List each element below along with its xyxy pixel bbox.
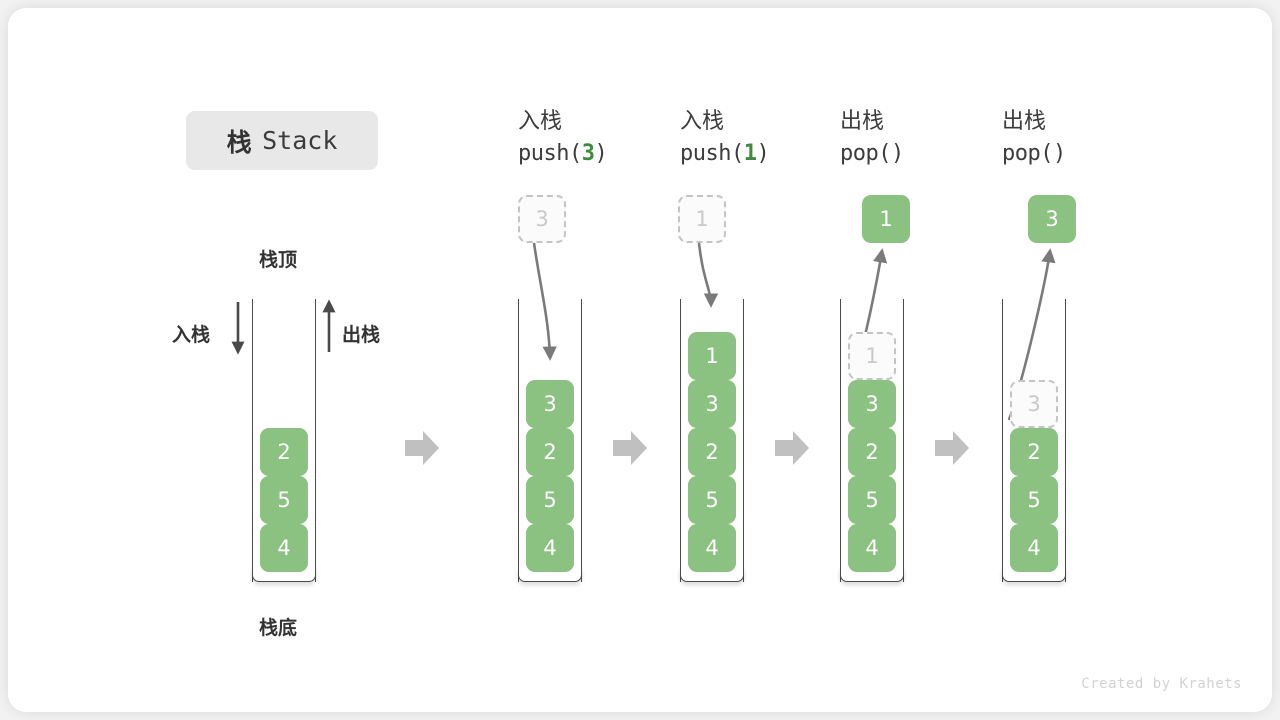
stack-wall-right <box>581 299 582 582</box>
call-suffix: ) <box>756 141 770 166</box>
stack-element: 5 <box>848 476 896 524</box>
stack-element: 5 <box>526 476 574 524</box>
label-stack-bottom: 栈底 <box>259 617 298 639</box>
stack-element: 4 <box>260 524 308 572</box>
step-operation-call: pop() <box>1002 137 1066 171</box>
stack-element: 1 <box>688 332 736 380</box>
stack-element: 3 <box>848 380 896 428</box>
step-operation-call: pop() <box>840 137 904 171</box>
stack-wall-right <box>743 299 744 582</box>
stack-wall-right <box>1065 299 1066 582</box>
diagram-title-chip: 栈 Stack <box>186 111 378 170</box>
stack-wall-left <box>1002 299 1003 582</box>
stack-element: 2 <box>848 428 896 476</box>
floating-element-4: 3 <box>1028 195 1076 243</box>
step-operation-label: 入栈 <box>680 109 725 134</box>
stack-element-ghost: 1 <box>848 332 896 380</box>
step-header-4: 出栈 pop() <box>1002 107 1066 171</box>
footer-credit: Created by Krahets <box>1081 676 1242 692</box>
title-cjk: 栈 <box>226 127 253 157</box>
floating-element-2: 1 <box>678 195 726 243</box>
stack-element: 2 <box>260 428 308 476</box>
stack-wall-right <box>315 299 316 582</box>
call-prefix: pop( <box>1002 141 1053 166</box>
stack-wall-left <box>518 299 519 582</box>
stack-element: 2 <box>1010 428 1058 476</box>
stack-element-ghost: 3 <box>1010 380 1058 428</box>
stack-element: 5 <box>688 476 736 524</box>
stack-element: 3 <box>688 380 736 428</box>
call-suffix: ) <box>1052 141 1066 166</box>
step-operation-call: push(1) <box>680 137 770 171</box>
label-stack-top: 栈顶 <box>259 249 298 271</box>
label-push-side: 入栈 <box>172 324 211 346</box>
stack-element: 4 <box>688 524 736 572</box>
stack-element: 2 <box>688 428 736 476</box>
stack-wall-right <box>903 299 904 582</box>
stack-element: 5 <box>260 476 308 524</box>
stack-element: 4 <box>848 524 896 572</box>
call-suffix: ) <box>890 141 904 166</box>
stack-wall-left <box>840 299 841 582</box>
stack-element: 5 <box>1010 476 1058 524</box>
floating-element-3: 1 <box>862 195 910 243</box>
call-prefix: pop( <box>840 141 891 166</box>
call-suffix: ) <box>594 141 608 166</box>
step-operation-call: push(3) <box>518 137 608 171</box>
step-operation-label: 出栈 <box>1002 109 1047 134</box>
title-latin: Stack <box>262 126 338 155</box>
stack-element: 2 <box>526 428 574 476</box>
call-prefix: push( <box>518 141 582 166</box>
stack-wall-left <box>680 299 681 582</box>
call-argument: 3 <box>581 141 595 166</box>
floating-element-1: 3 <box>518 195 566 243</box>
step-header-1: 入栈 push(3) <box>518 107 608 171</box>
step-operation-label: 入栈 <box>518 109 563 134</box>
call-prefix: push( <box>680 141 744 166</box>
stack-wall-left <box>252 299 253 582</box>
step-header-2: 入栈 push(1) <box>680 107 770 171</box>
label-pop-side: 出栈 <box>342 324 381 346</box>
step-header-3: 出栈 pop() <box>840 107 904 171</box>
stack-element: 4 <box>526 524 574 572</box>
stack-element: 4 <box>1010 524 1058 572</box>
step-operation-label: 出栈 <box>840 109 885 134</box>
stack-element: 3 <box>526 380 574 428</box>
call-argument: 1 <box>743 141 757 166</box>
